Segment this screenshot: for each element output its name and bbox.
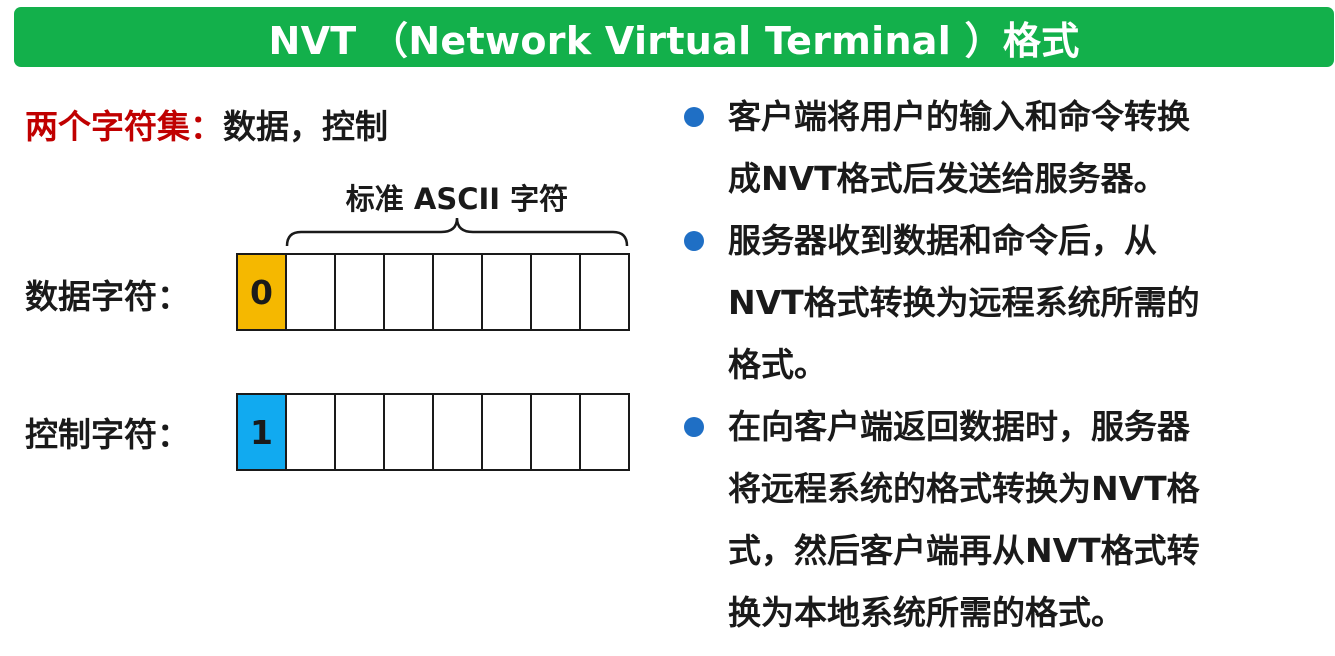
bit-cell	[383, 253, 434, 331]
bullet-item: 在向客户端返回数据时，服务器 将远程系统的格式转换为NVT格 式，然后客户端再从…	[680, 396, 1320, 644]
bullet-line: 格式。	[728, 345, 827, 384]
charsets-label: 两个字符集：	[25, 107, 223, 146]
charsets-value: 数据，控制	[223, 107, 388, 146]
bit-cell: 0	[236, 253, 287, 331]
ascii-label: 标准 ASCII 字符	[345, 182, 569, 216]
control-char-label: 控制字符：	[25, 415, 190, 454]
bit-cell	[530, 253, 581, 331]
bit-cell	[530, 393, 581, 471]
control-char-bits: 1	[236, 393, 630, 471]
bullet-item: 服务器收到数据和命令后，从 NVT格式转换为远程系统所需的 格式。	[680, 210, 1320, 396]
bullet-line: 客户端将用户的输入和命令转换	[728, 97, 1190, 136]
bullet-item: 客户端将用户的输入和命令转换 成NVT格式后发送给服务器。	[680, 86, 1320, 210]
bit-cell	[334, 253, 385, 331]
bit-cell	[579, 393, 630, 471]
bit-cell	[334, 393, 385, 471]
bit-cell	[432, 253, 483, 331]
bullet-list: 客户端将用户的输入和命令转换 成NVT格式后发送给服务器。 服务器收到数据和命令…	[680, 86, 1320, 644]
curly-brace	[285, 217, 629, 247]
data-char-label: 数据字符：	[25, 277, 190, 316]
bit-cell	[579, 253, 630, 331]
bit-cell: 1	[236, 393, 287, 471]
bullet-line: 成NVT格式后发送给服务器。	[728, 159, 1167, 198]
bullet-line: 将远程系统的格式转换为NVT格	[728, 469, 1200, 508]
bit-cell	[432, 393, 483, 471]
bullet-dot-icon	[684, 417, 704, 437]
bullet-line: 式，然后客户端再从NVT格式转	[728, 531, 1200, 570]
bit-cell	[481, 253, 532, 331]
slide-title: NVT （Network Virtual Terminal ）格式	[268, 18, 1080, 63]
bit-cell	[285, 393, 336, 471]
title-bar: NVT （Network Virtual Terminal ）格式	[14, 7, 1334, 67]
bit-cell	[481, 393, 532, 471]
bullet-dot-icon	[684, 231, 704, 251]
charsets-line: 两个字符集：数据，控制	[25, 100, 388, 148]
bullet-line: 在向客户端返回数据时，服务器	[728, 407, 1190, 446]
bullet-line: 换为本地系统所需的格式。	[728, 593, 1124, 632]
bullet-line: 服务器收到数据和命令后，从	[728, 221, 1157, 260]
bullet-dot-icon	[684, 107, 704, 127]
data-char-bits: 0	[236, 253, 630, 331]
bit-cell	[383, 393, 434, 471]
bullet-line: NVT格式转换为远程系统所需的	[728, 283, 1200, 322]
bit-cell	[285, 253, 336, 331]
